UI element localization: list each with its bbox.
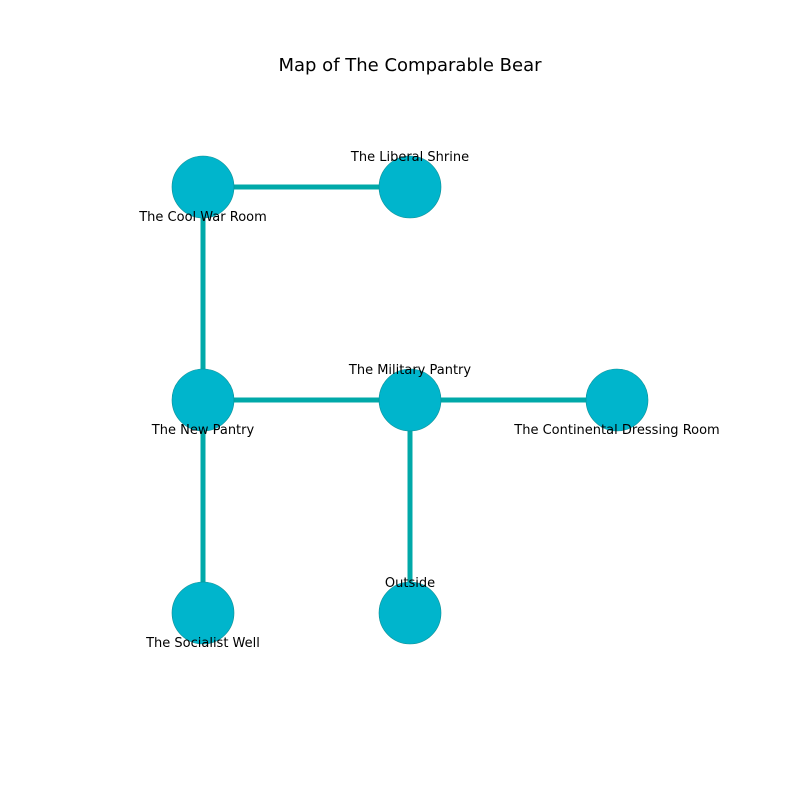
room-node-new-pantry <box>171 368 235 432</box>
room-label-outside: Outside <box>385 576 435 591</box>
room-node-military-pantry <box>378 368 442 432</box>
room-label-continental-dressing-room: The Continental Dressing Room <box>513 423 719 438</box>
room-label-liberal-shrine: The Liberal Shrine <box>350 150 469 165</box>
room-label-socialist-well: The Socialist Well <box>145 636 260 651</box>
room-label-military-pantry: The Military Pantry <box>348 363 471 378</box>
connections-layer <box>200 184 617 613</box>
room-label-new-pantry: The New Pantry <box>151 423 255 438</box>
map-title: Map of The Comparable Bear <box>278 55 542 76</box>
room-node-cool-war-room <box>171 155 235 219</box>
rooms-layer <box>171 155 649 645</box>
room-node-liberal-shrine <box>378 155 442 219</box>
room-node-outside <box>378 581 442 645</box>
room-node-continental-dressing-room <box>585 368 649 432</box>
room-label-cool-war-room: The Cool War Room <box>138 210 267 225</box>
room-node-socialist-well <box>171 581 235 645</box>
